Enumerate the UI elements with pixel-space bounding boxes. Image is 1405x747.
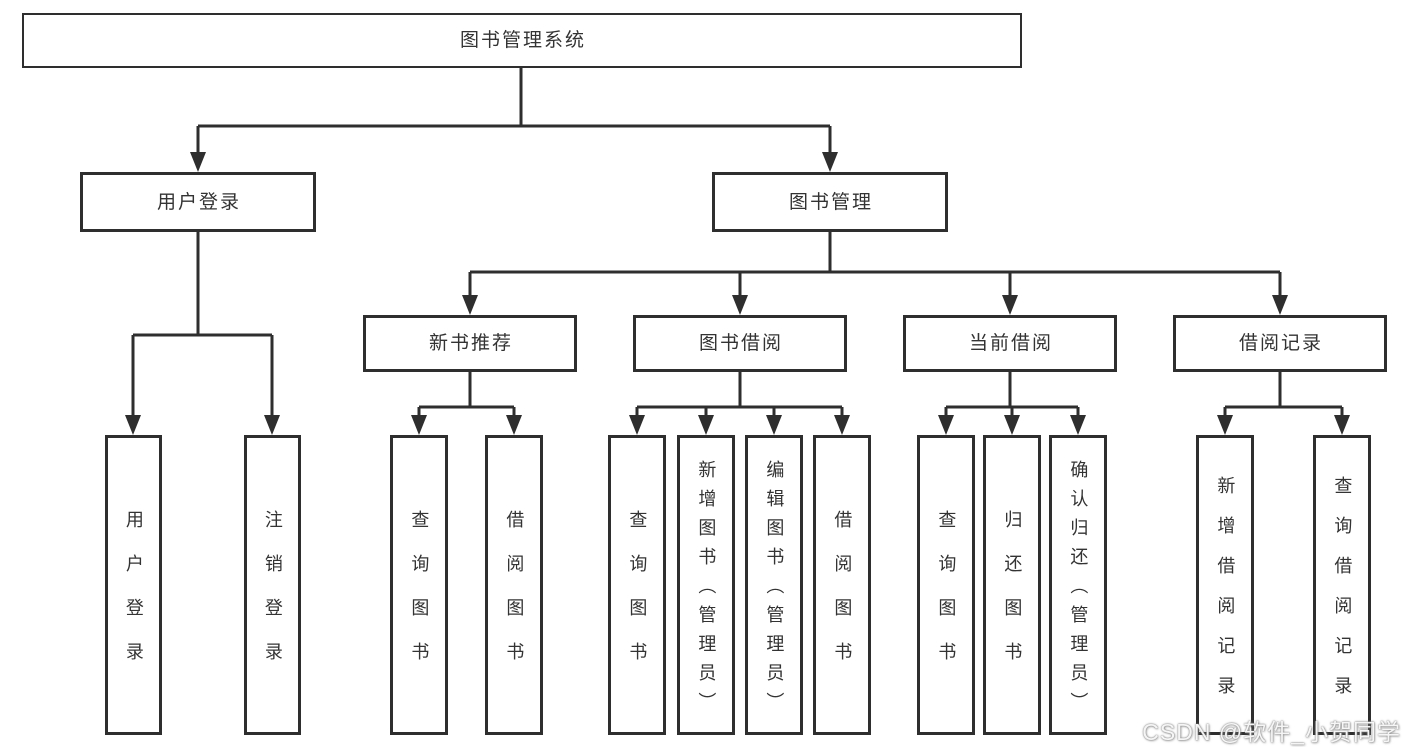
leaf-borrow-books-recommend: 借阅图书	[485, 435, 543, 735]
leaf-label: 查询图书	[409, 510, 430, 686]
leaf-query-books-current: 查询图书	[917, 435, 975, 735]
connector-paths	[131, 68, 1344, 416]
node-label: 图书管理	[788, 191, 873, 213]
leaf-borrow-books: 借阅图书	[813, 435, 871, 735]
node-user-login: 用户登录	[80, 172, 316, 232]
node-label: 图书管理系统	[459, 30, 586, 51]
node-label: 图书借阅	[698, 333, 783, 354]
node-label: 用户登录	[156, 191, 241, 213]
leaf-label: 用户登录	[123, 510, 144, 686]
node-current-borrow: 当前借阅	[903, 315, 1117, 372]
node-book-management: 图书管理	[712, 172, 948, 232]
leaf-add-book-admin: 新增图书（管理员）	[677, 435, 735, 735]
leaf-logout: 注销登录	[244, 435, 301, 735]
leaf-edit-book-admin: 编辑图书（管理员）	[745, 435, 803, 735]
leaf-query-books-borrow: 查询图书	[608, 435, 666, 735]
leaf-label: 借阅图书	[832, 510, 853, 686]
leaf-label: 借阅图书	[504, 510, 525, 686]
node-root-library-system: 图书管理系统	[22, 13, 1022, 68]
leaf-query-books-recommend: 查询图书	[390, 435, 448, 735]
leaf-label: 查询借阅记录	[1332, 476, 1353, 716]
leaf-label: 查询图书	[936, 510, 957, 686]
node-label: 借阅记录	[1238, 333, 1323, 354]
node-book-borrow: 图书借阅	[633, 315, 847, 372]
leaf-return-book: 归还图书	[983, 435, 1041, 735]
leaf-label: 确认归还（管理员）	[1068, 460, 1089, 721]
leaf-label: 新增图书（管理员）	[696, 460, 717, 721]
node-label: 当前借阅	[968, 333, 1053, 354]
leaf-label: 归还图书	[1002, 510, 1023, 686]
csdn-watermark: CSDN @软件_小贺同学	[1142, 719, 1401, 745]
leaf-confirm-return-admin: 确认归还（管理员）	[1049, 435, 1107, 735]
node-label: 新书推荐	[428, 333, 513, 354]
node-borrow-record: 借阅记录	[1173, 315, 1387, 372]
leaf-label: 编辑图书（管理员）	[764, 460, 785, 721]
leaf-add-borrow-record: 新增借阅记录	[1196, 435, 1254, 735]
leaf-user-login: 用户登录	[105, 435, 162, 735]
leaf-query-borrow-record: 查询借阅记录	[1313, 435, 1371, 735]
leaf-label: 注销登录	[262, 510, 283, 686]
leaf-label: 新增借阅记录	[1215, 476, 1236, 716]
node-new-book-recommend: 新书推荐	[363, 315, 577, 372]
leaf-label: 查询图书	[627, 510, 648, 686]
